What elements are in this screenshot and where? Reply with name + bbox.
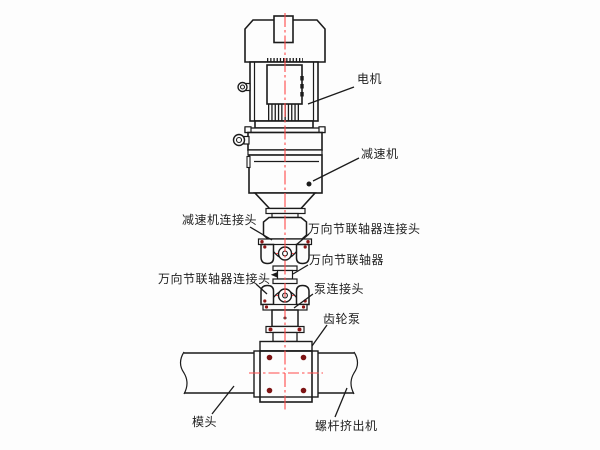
terminal-box [273,15,294,44]
drain-plug-icon [306,181,312,187]
label-die-head: 模头 [192,415,218,429]
leader-die-head [211,385,235,415]
label-pump-connector: 泵连接头 [314,282,365,296]
label-reducer: 减速机 [361,147,399,161]
motor-eyebolt-icon [237,81,251,93]
reducer-eyebolt-icon [232,133,250,147]
uj-spider [270,265,298,285]
leader-reducer [312,157,360,182]
die-head-pipe [179,351,254,395]
label-uj-coupling-connector-left: 万向节联轴器连接头 [158,272,271,286]
pump-flange-frame [253,350,319,398]
centerlines [249,13,323,410]
leader-extruder [334,387,348,418]
label-screw-extruder: 螺杆挤出机 [315,419,378,433]
label-uj-coupling: 万向节联轴器 [309,253,385,267]
label-reducer-connector: 减速机连接头 [182,213,258,227]
motor-drawing [237,15,326,129]
label-uj-coupling-connector-right: 万向节联轴器连接头 [308,222,421,236]
motor-feet [254,120,314,129]
break-line-icon [350,351,359,395]
pump-bolts [266,354,307,394]
leader-reducer-connector [249,226,273,241]
leader-pump-connector [293,293,314,309]
gear-pump-drawing [179,340,359,403]
upper-yoke [260,243,310,265]
leader-motor [307,86,355,105]
leader-uj-connector-right [295,233,310,246]
label-motor: 电机 [357,72,383,86]
leader-gear-pump [311,324,328,347]
grease-fitting-icon [270,272,278,278]
extruder-pipe [318,351,359,395]
leader-uj-coupling [292,264,309,275]
label-gear-pump: 齿轮泵 [323,312,361,326]
leader-uj-connector-left [255,283,268,295]
reducer-drawing [232,126,326,210]
break-line-icon [179,351,188,395]
leader-lines [211,86,360,418]
pump-top-plate [259,340,313,352]
